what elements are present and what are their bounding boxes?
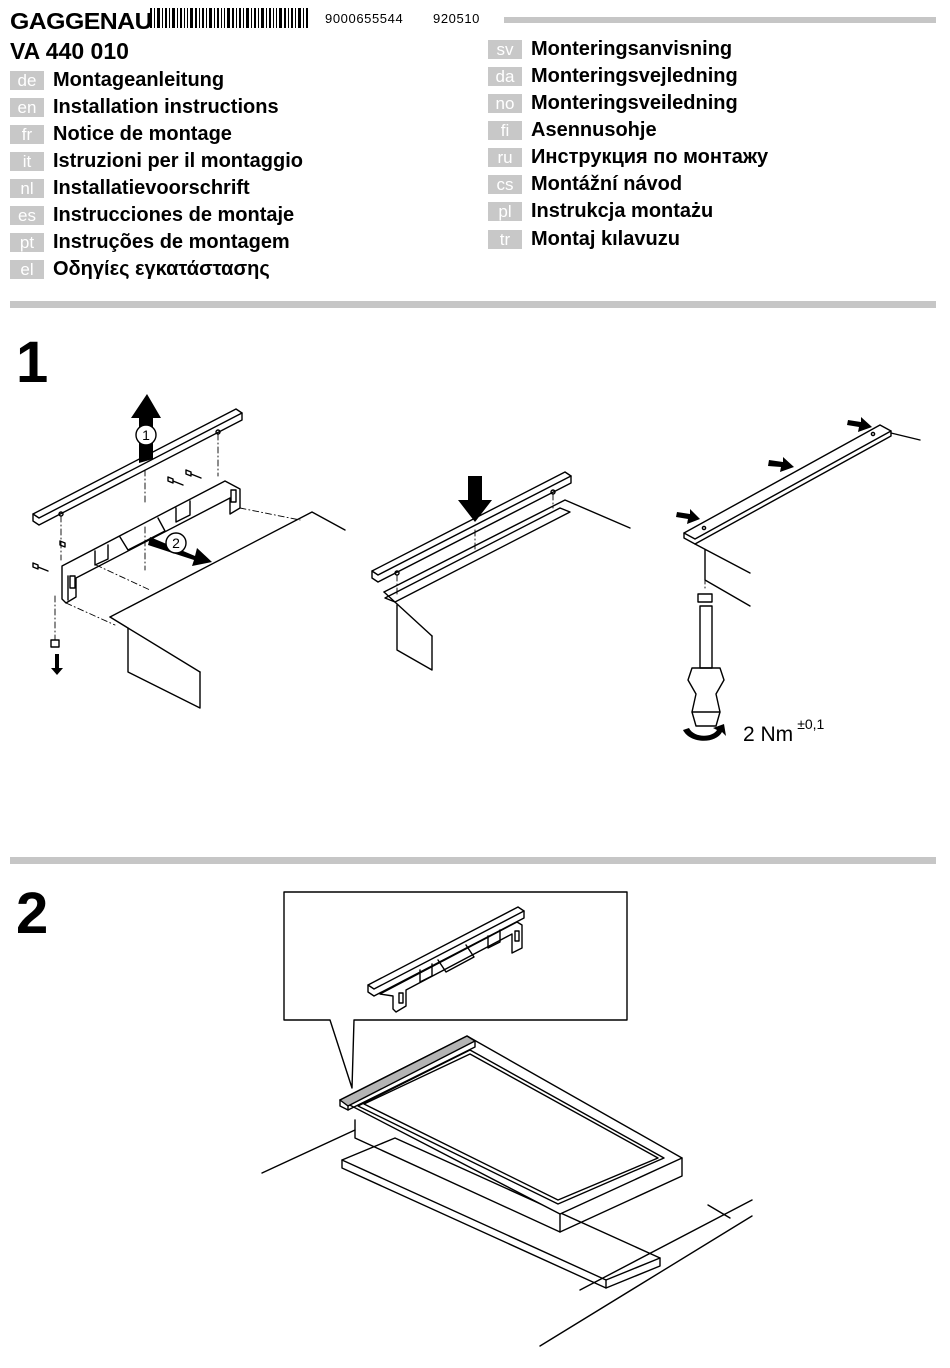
language-item: nl Installatievoorschrift	[10, 177, 250, 199]
worktop-edge	[261, 1129, 356, 1174]
section-divider	[10, 857, 936, 864]
callout-label: 2	[172, 535, 180, 551]
language-title: Montageanleitung	[53, 68, 225, 91]
language-code-tag: en	[10, 97, 44, 117]
language-code-tag: sv	[488, 39, 522, 59]
language-title: Installation instructions	[53, 95, 279, 118]
language-code-tag: tr	[488, 229, 522, 249]
language-item: de Montageanleitung	[10, 69, 224, 91]
language-title: Istruzioni per il montaggio	[53, 149, 303, 172]
upper-bar	[371, 471, 572, 583]
language-item: ru Инструкция по монтажу	[488, 146, 768, 168]
language-item: it Istruzioni per il montaggio	[10, 150, 303, 172]
language-title: Instrucciones de montaje	[53, 203, 295, 226]
nut-icon	[697, 593, 713, 603]
upper-bar	[32, 408, 243, 526]
callout-circle-1	[135, 424, 157, 446]
screw-icon	[167, 476, 184, 486]
language-item: fi Asennusohje	[488, 119, 657, 141]
arrow-press-icon	[847, 417, 872, 432]
language-item: no Monteringsveiledning	[488, 92, 738, 114]
document-number: 9000655544	[325, 11, 404, 26]
language-item: es Instrucciones de montaje	[10, 204, 294, 226]
model-number: VA 440 010	[10, 38, 129, 64]
step-number: 2	[16, 881, 49, 946]
date-code: 920510	[433, 11, 480, 26]
step-number: 1	[16, 330, 49, 395]
language-title: Montaj kılavuzu	[531, 227, 680, 250]
language-title: Asennusohje	[531, 118, 657, 141]
detail-inset	[283, 891, 628, 1089]
language-item: el Οδηγίες εγκατάστασης	[10, 258, 270, 280]
header-rule	[504, 17, 936, 23]
screw-icon	[185, 469, 202, 479]
language-code-tag: es	[10, 205, 44, 225]
callout-label: 1	[142, 427, 150, 443]
screw-icon	[32, 562, 49, 572]
language-title: Monteringsanvisning	[531, 37, 733, 60]
language-title: Οδηγίες εγκατάστασης	[53, 257, 270, 280]
hob-body	[354, 1119, 561, 1233]
language-code-tag: da	[488, 66, 522, 86]
language-code-tag: nl	[10, 178, 44, 198]
arrow-down-icon	[458, 476, 492, 522]
arrow-down-icon	[51, 654, 63, 675]
arrow-press-icon	[676, 509, 700, 524]
callout-circle-2	[165, 532, 187, 554]
language-code-tag: de	[10, 70, 44, 90]
worktop-edge	[383, 499, 631, 593]
mounting-bracket	[61, 480, 241, 604]
language-title: Installatievoorschrift	[53, 176, 250, 199]
language-code-tag: pt	[10, 232, 44, 252]
language-title: Instruções de montagem	[53, 230, 290, 253]
language-item: tr Montaj kılavuzu	[488, 228, 680, 250]
language-item: da Monteringsvejledning	[488, 65, 738, 87]
panel-b-placement	[371, 471, 631, 671]
torque-tolerance: ±0,1	[797, 716, 825, 732]
language-code-tag: ru	[488, 147, 522, 167]
panel-c-tightening	[683, 424, 921, 727]
screwdriver-handle	[687, 667, 725, 727]
language-item: fr Notice de montage	[10, 123, 232, 145]
language-code-tag: fr	[10, 124, 44, 144]
torque-spec: 2 Nm±0,1	[743, 716, 824, 747]
language-item: pl Instrukcja montażu	[488, 200, 713, 222]
language-code-tag: no	[488, 93, 522, 113]
language-item: sv Monteringsanvisning	[488, 38, 732, 60]
language-title: Monteringsvejledning	[531, 64, 738, 87]
language-item: pt Instruções de montagem	[10, 231, 290, 253]
worktop-edge	[109, 511, 346, 618]
language-title: Monteringsveiledning	[531, 91, 738, 114]
rotate-arrow-icon	[683, 724, 726, 741]
bolt-icon	[50, 639, 60, 648]
language-code-tag: cs	[488, 174, 522, 194]
upper-bar	[683, 424, 892, 545]
hob-glass	[339, 1035, 683, 1215]
language-code-tag: el	[10, 259, 44, 279]
language-code-tag: it	[10, 151, 44, 171]
language-code-tag: fi	[488, 120, 522, 140]
panel-a-disassembly	[32, 408, 346, 709]
language-title: Notice de montage	[53, 122, 232, 145]
barcode	[150, 8, 308, 28]
language-item: en Installation instructions	[10, 96, 279, 118]
language-code-tag: pl	[488, 201, 522, 221]
bracket-detail	[367, 906, 525, 1013]
language-title: Montážní návod	[531, 172, 683, 195]
language-title: Инструкция по монтажу	[531, 145, 769, 168]
language-item: cs Montážní návod	[488, 173, 682, 195]
screw-icon	[59, 540, 66, 548]
section-divider	[10, 301, 936, 308]
brand-logo: GAGGENAU	[10, 8, 153, 34]
torque-value: 2 Nm	[743, 723, 794, 746]
arrow-press-icon	[768, 457, 794, 472]
language-title: Instrukcja montażu	[531, 199, 714, 222]
